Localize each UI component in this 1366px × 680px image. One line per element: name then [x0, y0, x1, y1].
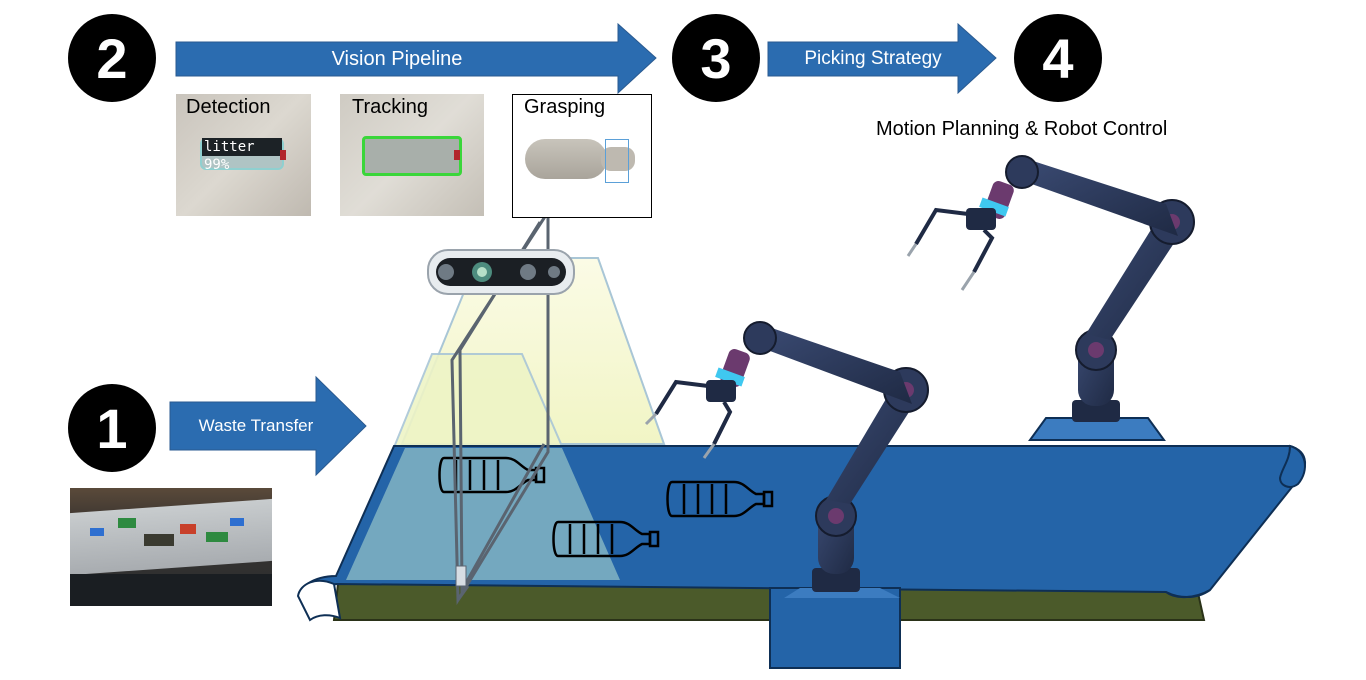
depth-camera-icon [427, 249, 575, 295]
vision-pipeline-label: Vision Pipeline [331, 47, 463, 70]
step-3-number: 3 [700, 26, 732, 90]
vision-pipeline-arrow [175, 22, 657, 95]
robot-arm-icon-back [906, 155, 1195, 441]
grasping-label: Grasping [524, 96, 606, 118]
step-1-badge: 1 [68, 384, 156, 472]
bottle-icon-3 [552, 520, 660, 558]
tracking-thumbnail [340, 94, 484, 216]
step-2-badge: 2 [68, 14, 156, 102]
detection-thumbnail: litter 99% [176, 94, 311, 216]
bottle-icon-2 [666, 480, 774, 518]
grasping-thumbnail [512, 94, 652, 218]
light-on-belt [346, 448, 620, 580]
waste-transfer-label: Waste Transfer [198, 416, 314, 435]
step-3-badge: 3 [672, 14, 760, 102]
picking-strategy-label: Picking Strategy [804, 48, 942, 69]
waste-photo [70, 488, 272, 606]
tracking-label: Tracking [352, 96, 428, 118]
picking-strategy-arrow [767, 22, 997, 95]
waste-transfer-arrow [169, 375, 367, 477]
step-4-badge: 4 [1014, 14, 1102, 102]
frame-foot [455, 565, 467, 587]
step-1-number: 1 [96, 396, 128, 460]
step-2-number: 2 [96, 26, 128, 90]
robot-arm-icon-front [644, 321, 929, 669]
detection-label: Detection [186, 96, 271, 118]
motion-planning-label: Motion Planning & Robot Control [876, 118, 1168, 140]
step-4-number: 4 [1042, 26, 1074, 90]
detection-tag: litter 99% [202, 138, 282, 173]
robot-base-front [769, 587, 901, 669]
